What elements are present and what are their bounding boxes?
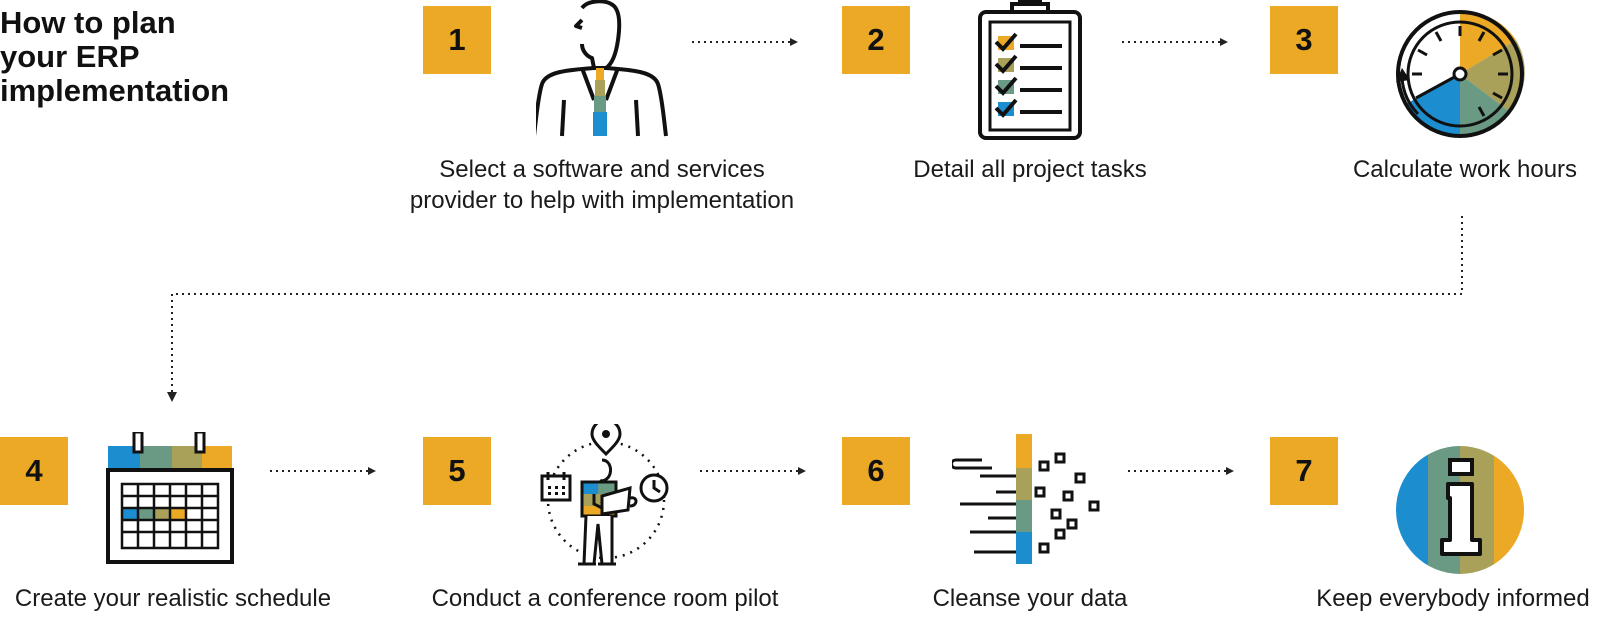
businessman-icon (536, 0, 668, 137)
title-line-2: your ERP (0, 39, 140, 74)
step-7-caption-line-1: Keep everybody informed (1316, 585, 1590, 612)
step-3-badge: 3 (1270, 6, 1338, 74)
step-5-badge: 5 (423, 437, 491, 505)
title-line-1: How to plan (0, 5, 176, 40)
title-line-3: implementation (0, 73, 230, 108)
arrow-6-to-7 (1128, 467, 1234, 475)
step-4-caption-line-1: Create your realistic schedule (14, 585, 332, 612)
presenter-icon (540, 424, 669, 566)
data-cleansing-icon (952, 434, 1100, 564)
step-3-caption-line-1: Calculate work hours (1352, 156, 1578, 183)
step-1-badge: 1 (423, 6, 491, 74)
step-5-caption-line-1: Conduct a conference room pilot (431, 585, 779, 612)
arrow-4-to-5 (270, 467, 376, 475)
step-2-badge: 2 (842, 6, 910, 74)
step-3-caption: Calculate work hours (1330, 154, 1600, 185)
calendar-icon (106, 432, 234, 564)
step-6-caption: Cleanse your data (910, 583, 1150, 614)
step-5-caption: Conduct a conference room pilot (412, 583, 798, 614)
arrow-2-to-3 (1122, 38, 1228, 46)
stopwatch-icon (1396, 10, 1525, 138)
step-6-caption-line-1: Cleanse your data (932, 585, 1128, 612)
page-title: How to plan your ERP implementation (0, 6, 229, 108)
step-1-caption-line-1: Select a software and services (439, 156, 765, 183)
clipboard-checklist-icon (978, 0, 1082, 140)
step-7-caption: Keep everybody informed (1306, 583, 1600, 614)
step-4-badge: 4 (0, 437, 68, 505)
step-1-caption-line-2: provider to help with implementation (409, 187, 795, 214)
info-icon (1396, 446, 1524, 574)
arrow-1-to-2 (692, 38, 798, 46)
step-2-caption-line-1: Detail all project tasks (913, 156, 1147, 183)
arrow-5-to-6 (700, 467, 806, 475)
step-4-caption: Create your realistic schedule (0, 583, 346, 614)
step-7-badge: 7 (1270, 437, 1338, 505)
step-2-caption: Detail all project tasks (880, 154, 1180, 185)
step-1-caption: Select a software and services provider … (394, 154, 810, 216)
step-6-badge: 6 (842, 437, 910, 505)
